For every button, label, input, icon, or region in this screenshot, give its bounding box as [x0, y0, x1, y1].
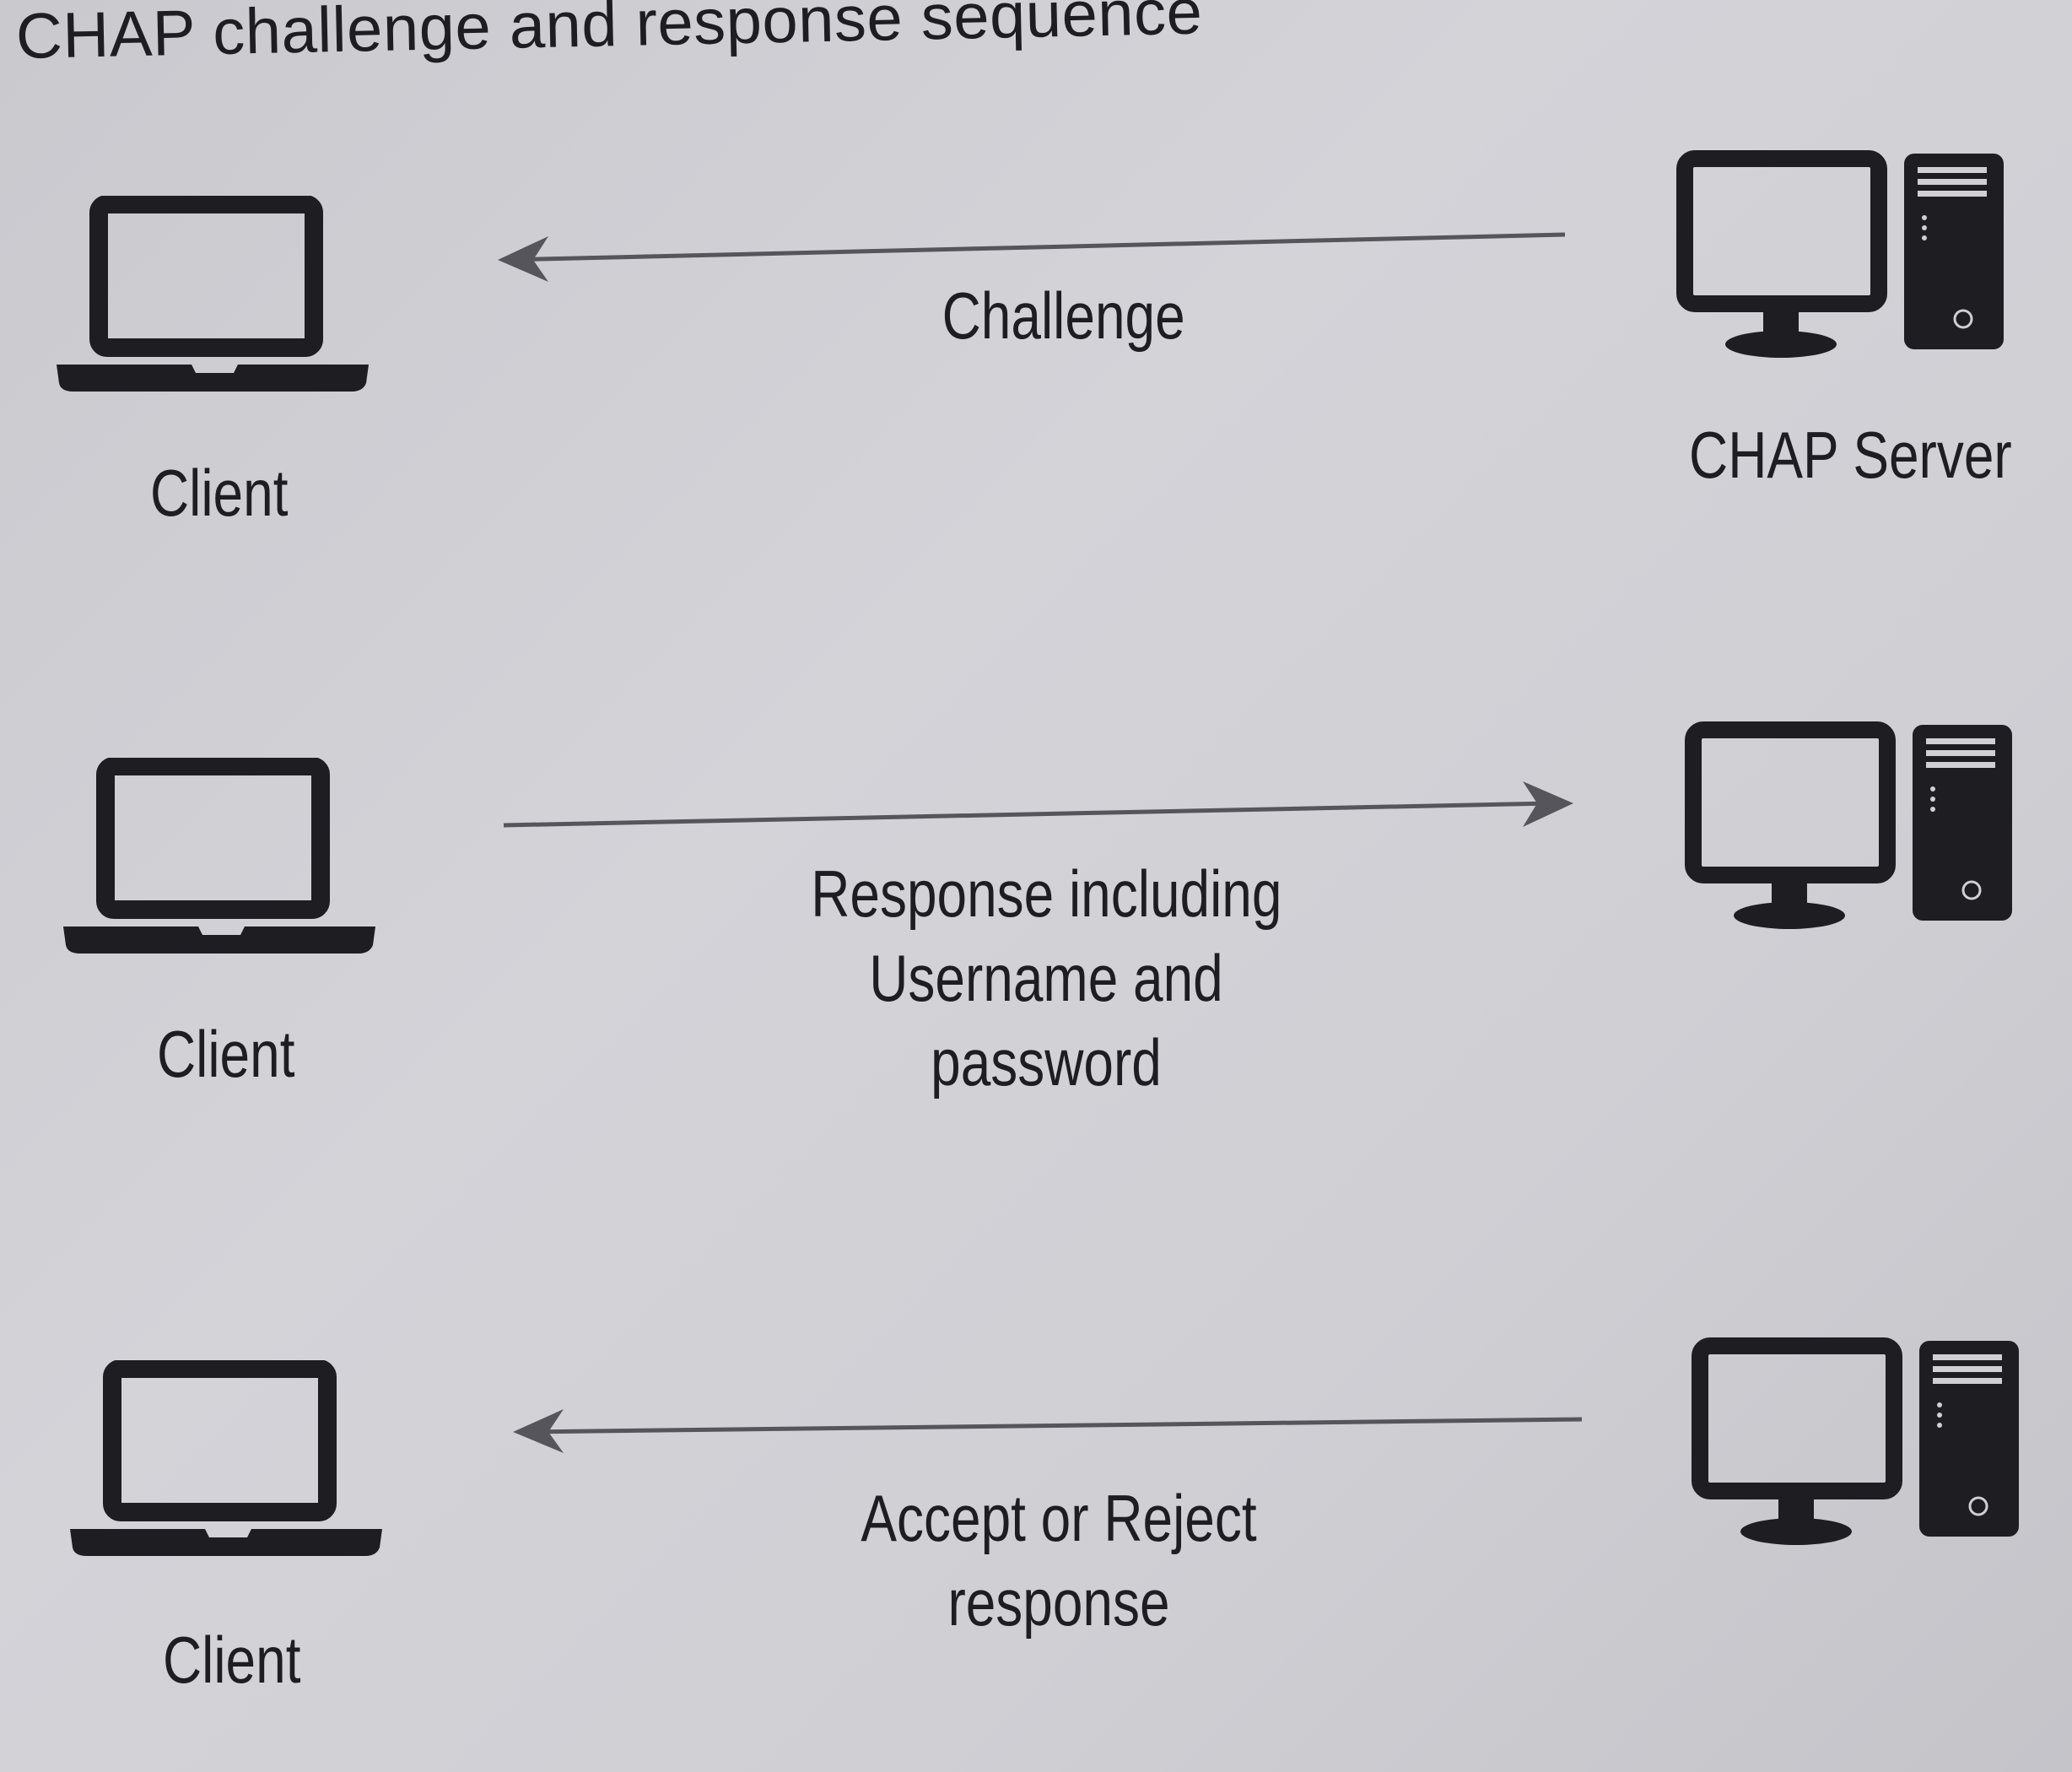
response-message-line-1: Response including — [811, 856, 1282, 931]
response-arrow — [503, 781, 1573, 828]
server-label: CHAP Server — [1689, 418, 2012, 492]
response-message-line-3: password — [931, 1024, 1162, 1099]
server-node-1 — [1675, 150, 2012, 365]
desktop-server-icon — [1676, 150, 2004, 358]
response-message: Response including Username and password — [811, 852, 1282, 1105]
response-message-line-2: Username and — [869, 940, 1223, 1015]
challenge-message: Challenge — [942, 278, 1185, 353]
server-node-3 — [1690, 1337, 2027, 1553]
client-node-3 — [66, 1359, 386, 1567]
desktop-server-icon — [1692, 1337, 2019, 1545]
challenge-arrow — [498, 232, 1566, 282]
accept-reject-line-1: Accept or Reject — [861, 1481, 1257, 1555]
accept-reject-arrow — [513, 1409, 1583, 1453]
client-label-2: Client — [156, 1017, 295, 1091]
server-node-2 — [1683, 721, 2021, 937]
accept-reject-line-2: response — [947, 1564, 1170, 1640]
laptop-icon — [70, 1359, 382, 1556]
client-label-1: Client — [149, 456, 289, 530]
client-label-3: Client — [162, 1623, 301, 1697]
laptop-icon — [63, 757, 375, 954]
desktop-server-icon — [1685, 721, 2012, 929]
laptop-icon — [57, 195, 369, 392]
accept-reject-message: Accept or Reject response — [838, 1477, 1281, 1645]
client-node-1 — [52, 195, 373, 402]
client-node-2 — [59, 757, 380, 964]
